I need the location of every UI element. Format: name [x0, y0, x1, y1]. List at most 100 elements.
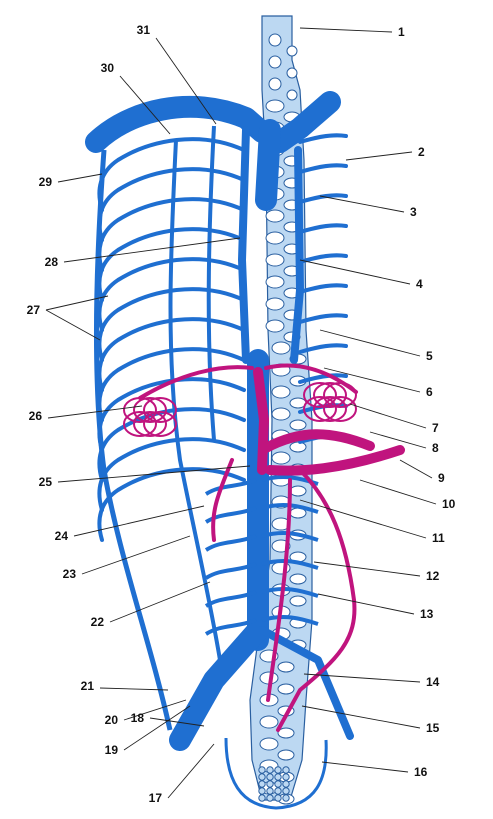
- right-common-iliac-vein: [169, 619, 269, 751]
- leader-line: [399, 459, 433, 479]
- plexus-opening: [277, 661, 295, 673]
- label-23: 23: [63, 567, 77, 581]
- plexus-opening: [265, 253, 285, 267]
- plexus-opening: [268, 77, 282, 91]
- left-intercostal-vein: [298, 163, 348, 174]
- superficial-epigastric-vein: [168, 139, 222, 661]
- label-28: 28: [45, 255, 59, 269]
- sacral-plexus-cell: [266, 773, 274, 781]
- leader-line: [99, 687, 169, 691]
- lumbar-vein: [204, 618, 257, 636]
- hepatic-venule-loop: [303, 396, 337, 422]
- lumbar-vein: [261, 587, 319, 598]
- leader-line: [73, 505, 205, 537]
- plexus-opening: [265, 297, 285, 311]
- hepatic-venule-loop: [313, 382, 347, 408]
- right-intercostal-vein: [97, 467, 246, 542]
- left-common-iliac-vein: [258, 626, 354, 740]
- hepatic-venule-loop: [143, 411, 177, 437]
- plexus-opening: [268, 33, 282, 47]
- sacral-plexus-cell: [274, 794, 282, 802]
- left-intercostal-vein: [298, 313, 348, 324]
- sacral-plexus-cell: [274, 766, 282, 774]
- plexus-opening: [289, 485, 307, 497]
- plexus-opening: [268, 55, 282, 69]
- leader-line: [301, 705, 421, 729]
- label-21: 21: [81, 679, 95, 693]
- left-intercostal-vein: [298, 343, 348, 354]
- label-14: 14: [426, 675, 440, 689]
- label-10: 10: [442, 497, 456, 511]
- sacral-plexus-cell: [258, 773, 266, 781]
- plexus-opening: [277, 749, 295, 761]
- left-intercostal-vein: [298, 133, 348, 144]
- lumbar-vein: [204, 506, 257, 524]
- lumbar-vein: [204, 534, 257, 552]
- label-17: 17: [149, 791, 163, 805]
- label-29: 29: [39, 175, 53, 189]
- leader-line: [349, 403, 427, 429]
- lumbar-vein: [261, 559, 319, 570]
- label-6: 6: [426, 385, 433, 399]
- leader-line: [167, 743, 215, 799]
- hepatic-venule-loop: [123, 411, 157, 437]
- label-7: 7: [432, 421, 439, 435]
- plexus-opening: [289, 441, 307, 453]
- sacral-plexus-cell: [258, 794, 266, 802]
- label-3: 3: [410, 205, 417, 219]
- leader-line: [319, 329, 421, 357]
- rectal-vein: [266, 478, 292, 702]
- plexus-opening: [265, 319, 285, 333]
- hepatic-venous-network: [123, 382, 357, 437]
- hepatic-venule-loop: [323, 396, 357, 422]
- plexus-opening: [277, 727, 295, 739]
- plexus-opening: [271, 451, 291, 465]
- label-2: 2: [418, 145, 425, 159]
- plexus-opening: [271, 385, 291, 399]
- sacral-plexus-cell: [274, 787, 282, 795]
- leader-line: [369, 431, 427, 449]
- splenic-vein: [261, 429, 375, 453]
- sacral-plexus-cell: [274, 780, 282, 788]
- sacral-plexus-cell: [266, 780, 274, 788]
- leader-line: [317, 593, 415, 615]
- label-22: 22: [91, 615, 105, 629]
- plexus-opening: [265, 209, 285, 223]
- mesenteric-vein: [265, 445, 405, 476]
- portal-vein: [253, 367, 270, 475]
- leader-line: [119, 75, 171, 135]
- plexus-opening: [286, 67, 298, 79]
- plexus-opening: [286, 45, 298, 57]
- label-4: 4: [416, 277, 423, 291]
- leader-line: [45, 309, 101, 341]
- label-13: 13: [420, 607, 434, 621]
- azygos-vein: [238, 126, 250, 364]
- leader-line: [45, 295, 109, 311]
- label-20: 20: [105, 713, 119, 727]
- hepatic-venule-loop: [133, 411, 167, 437]
- intercostal-veins: [93, 125, 348, 731]
- sacral-plexus-cell: [258, 780, 266, 788]
- right-brachiocephalic-vein: [85, 95, 273, 153]
- inferior-mesenteric-vein: [276, 468, 357, 732]
- label-30: 30: [101, 61, 115, 75]
- plexus-opening: [265, 99, 285, 113]
- portal-venous-system: [138, 363, 405, 732]
- superior-vena-cava: [255, 119, 281, 211]
- label-18: 18: [131, 711, 145, 725]
- hepatic-venule-loop: [143, 397, 177, 423]
- leader-line: [313, 561, 421, 577]
- leader-line: [81, 535, 191, 575]
- plexus-opening: [271, 341, 291, 355]
- plexus-opening: [286, 89, 298, 101]
- label-15: 15: [426, 721, 440, 735]
- label-9: 9: [438, 471, 445, 485]
- leader-line: [319, 195, 405, 213]
- lumbar-vein: [204, 590, 257, 608]
- leader-line: [109, 581, 211, 623]
- right-intercostal-vein: [97, 437, 246, 512]
- hepatic-venule-loop: [303, 382, 337, 408]
- sacral-plexus-cell: [266, 787, 274, 795]
